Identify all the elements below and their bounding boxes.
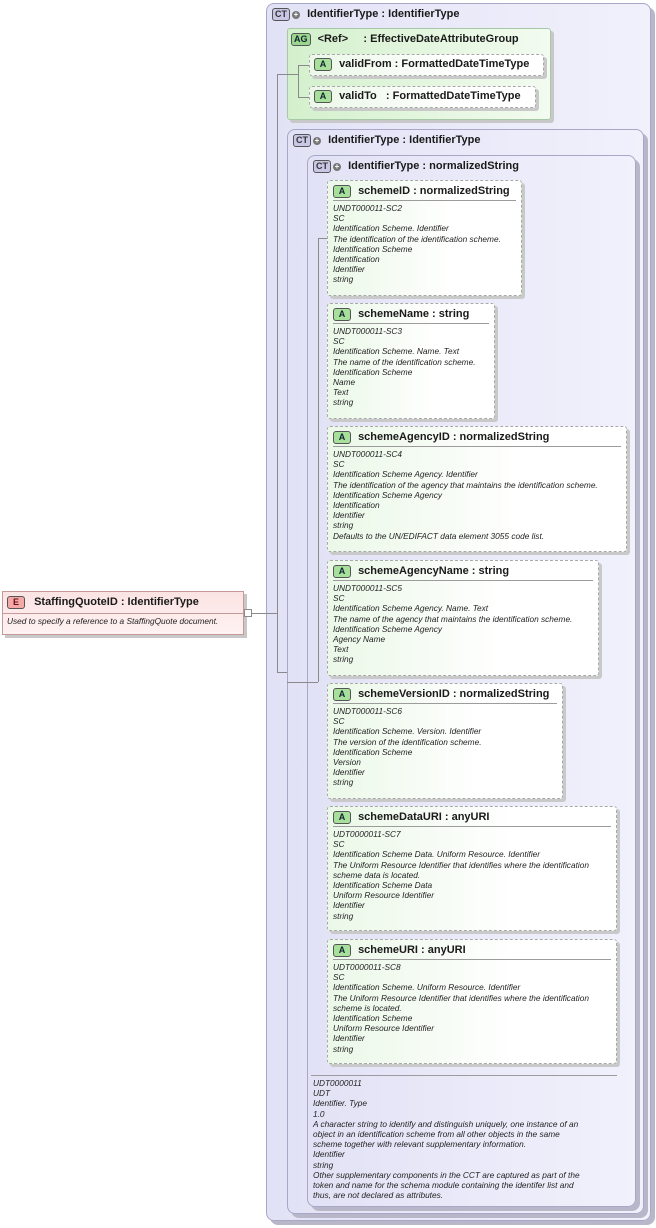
element-badge: E (7, 596, 25, 609)
middle-complex-type-header[interactable]: CT+ IdentifierType : IdentifierType (293, 134, 480, 147)
attribute-documentation: UNDT000011-SC6 SC Identification Scheme.… (333, 706, 482, 788)
connector-line (266, 613, 277, 614)
attribute-valid-to[interactable]: A validTo : FormattedDateTimeType (309, 86, 536, 108)
attribute-scheme-id[interactable]: A schemeID : normalizedString UNDT000011… (327, 180, 522, 296)
attribute-scheme-agency-name[interactable]: A schemeAgencyName : string UNDT000011-S… (327, 560, 599, 676)
divider (333, 446, 621, 447)
attribute-badge: A (333, 811, 351, 824)
attribute-group-badge: AG (291, 33, 311, 46)
complex-type-badge: CT (272, 8, 290, 21)
attribute-documentation: UNDT000011-SC2 SC Identification Scheme.… (333, 203, 501, 285)
complex-type-badge: CT (293, 134, 311, 147)
attribute-badge: A (314, 58, 332, 71)
connector-line (298, 65, 309, 66)
inner-complex-type-documentation: UDT0000011 UDT Identifier. Type 1.0 A ch… (313, 1078, 580, 1201)
connector-line (318, 238, 327, 239)
connector-line (298, 65, 299, 97)
expand-plus-icon[interactable]: + (292, 9, 300, 19)
attribute-scheme-uri[interactable]: A schemeURI : anyURI UDT0000011-SC8 SC I… (327, 939, 617, 1064)
divider (333, 959, 611, 960)
attribute-scheme-name[interactable]: A schemeName : string UNDT000011-SC3 SC … (327, 303, 495, 419)
divider (3, 613, 243, 614)
attribute-scheme-version-id[interactable]: A schemeVersionID : normalizedString UND… (327, 683, 563, 799)
inner-complex-type-doc-divider (311, 1075, 617, 1076)
connector-line (287, 74, 298, 75)
attribute-title: schemeAgencyID : normalizedString (358, 431, 550, 444)
attribute-title: schemeName : string (358, 308, 470, 321)
attribute-badge: A (333, 431, 351, 444)
connector-line (277, 74, 278, 672)
attribute-scheme-data-uri[interactable]: A schemeDataURI : anyURI UDT0000011-SC7 … (327, 806, 617, 931)
attribute-title: validFrom : FormattedDateTimeType (339, 58, 530, 71)
attribute-badge: A (314, 90, 332, 103)
outer-complex-type-title: IdentifierType : IdentifierType (307, 8, 460, 21)
attribute-title: schemeID : normalizedString (358, 185, 510, 198)
attribute-scheme-agency-id[interactable]: A schemeAgencyID : normalizedString UNDT… (327, 426, 627, 552)
attribute-badge: A (333, 944, 351, 957)
attribute-documentation: UDT0000011-SC7 SC Identification Scheme … (333, 829, 589, 921)
divider (333, 323, 489, 324)
expand-plus-icon[interactable]: + (333, 161, 341, 171)
expand-plus-icon[interactable]: + (313, 135, 321, 145)
connector-line (277, 74, 287, 75)
attribute-badge: A (333, 565, 351, 578)
attribute-valid-from[interactable]: A validFrom : FormattedDateTimeType (309, 54, 544, 76)
attribute-badge: A (333, 308, 351, 321)
element-title: StaffingQuoteID : IdentifierType (34, 596, 199, 609)
attribute-badge: A (333, 185, 351, 198)
attribute-group-header[interactable]: AG <Ref> : EffectiveDateAttributeGroup (291, 33, 519, 46)
middle-complex-type-title: IdentifierType : IdentifierType (328, 134, 481, 147)
element-connector-box[interactable] (244, 609, 252, 617)
divider (333, 580, 593, 581)
connector-line (254, 613, 266, 614)
complex-type-badge: CT (313, 160, 331, 173)
attribute-title: schemeVersionID : normalizedString (358, 688, 550, 701)
element-documentation: Used to specify a reference to a Staffin… (7, 616, 219, 626)
divider (333, 703, 557, 704)
divider (333, 200, 516, 201)
inner-complex-type-header[interactable]: CT+ IdentifierType : normalizedString (313, 160, 519, 173)
connector-line (277, 672, 287, 673)
connector-line (318, 238, 319, 682)
attribute-title: schemeDataURI : anyURI (358, 811, 490, 824)
element-staffing-quote-id[interactable]: E StaffingQuoteID : IdentifierType Used … (2, 591, 244, 635)
attribute-documentation: UNDT000011-SC5 SC Identification Scheme … (333, 583, 573, 665)
connector-line (287, 682, 318, 683)
divider (333, 826, 611, 827)
attribute-title: schemeAgencyName : string (358, 565, 510, 578)
attribute-group-title: <Ref> : EffectiveDateAttributeGroup (317, 33, 519, 46)
attribute-documentation: UNDT000011-SC4 SC Identification Scheme … (333, 449, 598, 541)
attribute-documentation: UNDT000011-SC3 SC Identification Scheme.… (333, 326, 476, 408)
attribute-badge: A (333, 688, 351, 701)
connector-line (298, 97, 309, 98)
outer-complex-type-header[interactable]: CT+ IdentifierType : IdentifierType (272, 8, 459, 21)
inner-complex-type-title: IdentifierType : normalizedString (348, 160, 519, 173)
attribute-title: validTo : FormattedDateTimeType (339, 90, 521, 103)
attribute-documentation: UDT0000011-SC8 SC Identification Scheme.… (333, 962, 589, 1054)
attribute-title: schemeURI : anyURI (358, 944, 466, 957)
